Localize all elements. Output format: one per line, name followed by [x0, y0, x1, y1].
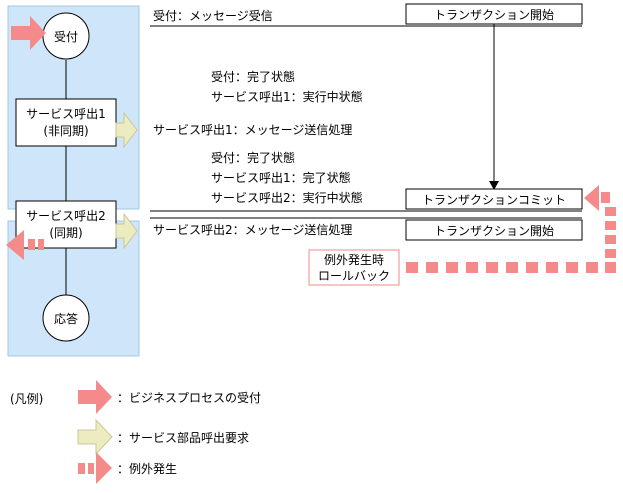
rollback-line1: 例外発生時 — [324, 253, 384, 267]
state2-line1: 受付：完了状態 — [211, 150, 295, 165]
service-call-2-label: サービス呼出2 — [26, 209, 106, 223]
state1-line1: 受付：完了状態 — [211, 69, 295, 84]
receive-arrow-icon — [11, 16, 46, 50]
legend-service-label: ：サービス部品呼出要求 — [117, 430, 249, 445]
event-call2-send: サービス呼出2：メッセージ送信処理 — [153, 222, 352, 237]
state1-line2: サービス呼出1：実行中状態 — [211, 89, 363, 104]
rollback-box — [308, 249, 400, 286]
tx-commit-label: トランザクションコミット — [422, 193, 566, 207]
rollback-line2: ロールバック — [318, 269, 390, 283]
legend-exception-arrow-icon — [78, 452, 112, 484]
legend-title: (凡例) — [10, 392, 43, 406]
service-call-1-node — [15, 98, 117, 147]
event-call1-send: サービス呼出1：メッセージ送信処理 — [153, 122, 352, 137]
state2-line3: サービス呼出2：実行中状態 — [211, 190, 363, 205]
exception-path-icon — [406, 185, 616, 273]
service-request-arrow-1-icon — [115, 111, 138, 149]
legend-receive-arrow-icon — [78, 380, 112, 414]
event-receive-message: 受付：メッセージ受信 — [153, 9, 273, 23]
service-request-arrow-2-icon — [115, 212, 138, 250]
tx-start-2-label: トランザクション開始 — [434, 224, 554, 238]
respond-node-label: 応答 — [54, 311, 78, 326]
legend-service-arrow-icon — [77, 418, 113, 456]
receive-node-label: 受付 — [54, 30, 78, 44]
tx-flow-arrowhead-icon — [489, 181, 499, 190]
tx-start-label: トランザクション開始 — [434, 8, 554, 22]
tx-commit-box — [405, 188, 583, 210]
respond-node — [42, 294, 90, 342]
tx-start-2-box — [405, 219, 583, 241]
service-call-2-mode: (同期) — [49, 226, 82, 240]
legend-exception-label: ：例外発生 — [117, 462, 177, 476]
service-call-1-label: サービス呼出1 — [26, 107, 106, 121]
service-call-1-mode: (非同期) — [43, 124, 88, 138]
state2-line2: サービス呼出1：完了状態 — [211, 170, 351, 185]
exception-return-arrow-icon — [6, 230, 44, 260]
legend-receive-label: ：ビジネスプロセスの受付 — [117, 391, 261, 405]
